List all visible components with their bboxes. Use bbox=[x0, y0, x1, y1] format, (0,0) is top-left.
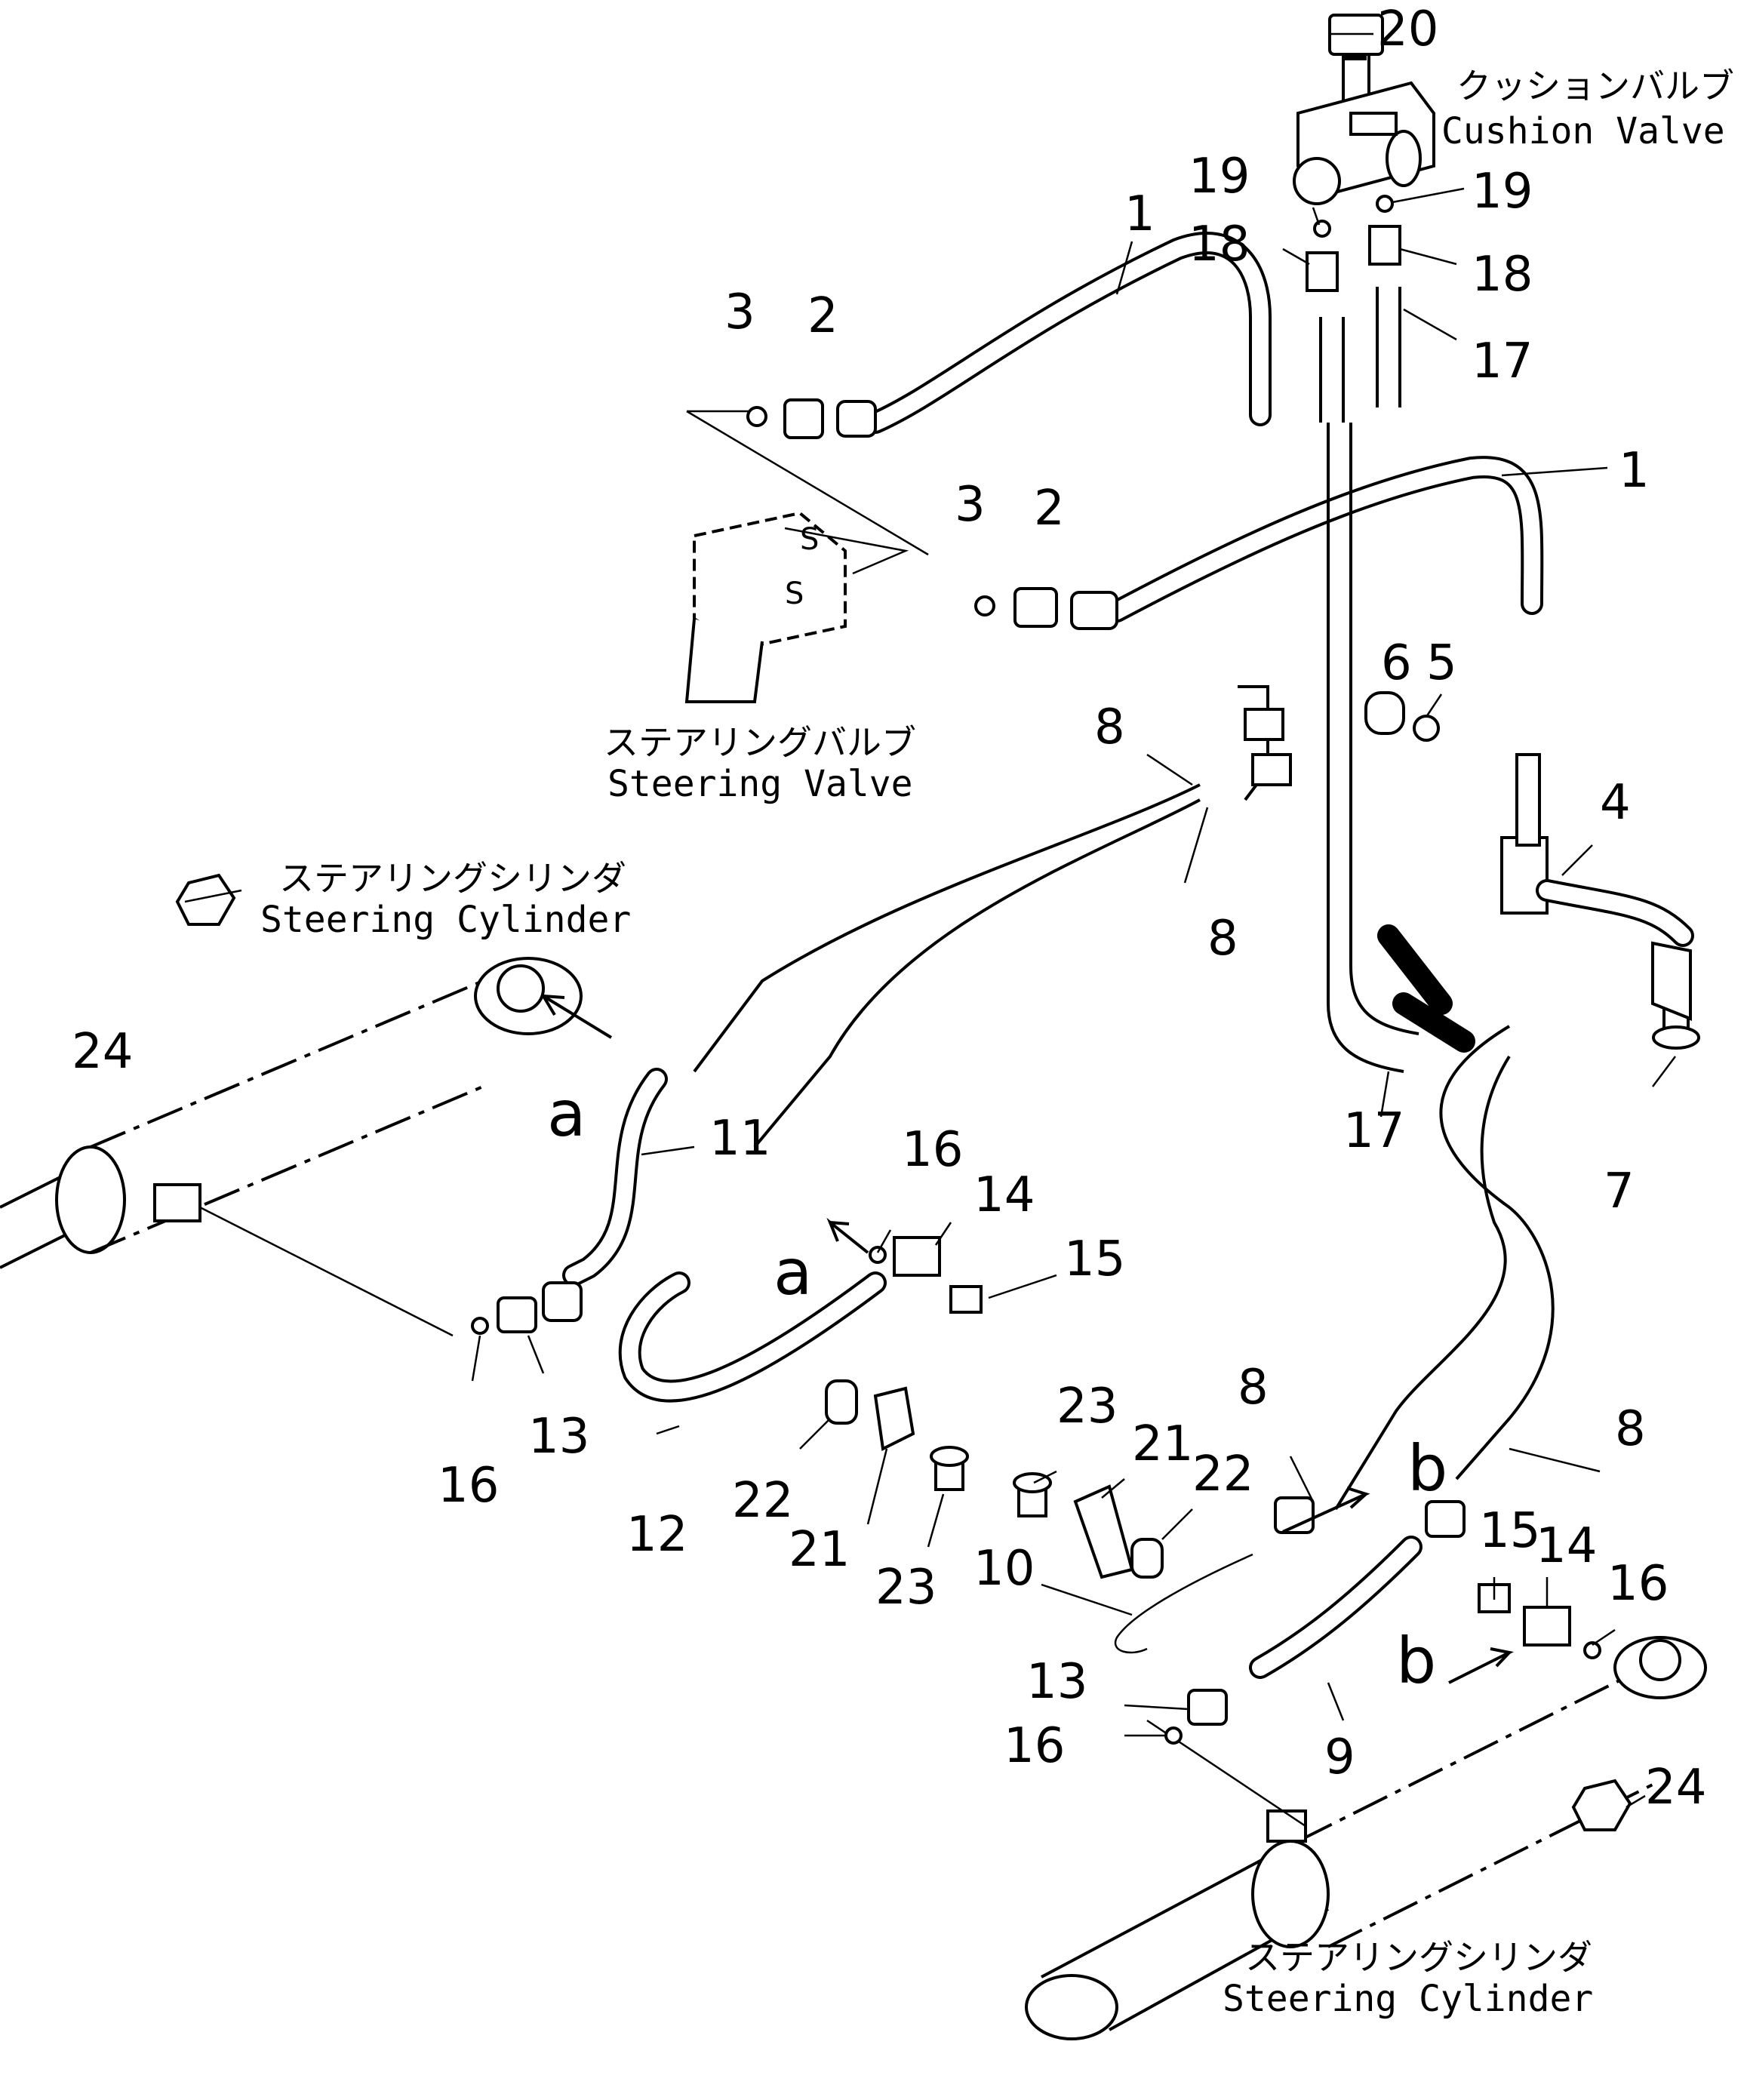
callout-7: 7 bbox=[1604, 1164, 1635, 1219]
hoses bbox=[562, 232, 1555, 1679]
callout-15a: 15 bbox=[1064, 1231, 1125, 1287]
callout-19a: 19 bbox=[1189, 149, 1250, 204]
cushion-valve-en-label: Cushion Valve bbox=[1441, 110, 1725, 152]
callout-2a: 2 bbox=[807, 288, 838, 344]
callout-8a: 8 bbox=[1094, 699, 1125, 755]
marker-a-1: a bbox=[547, 1077, 586, 1151]
callout-8c: 8 bbox=[1238, 1360, 1269, 1416]
leader-lines bbox=[184, 32, 1676, 1809]
callout-2b: 2 bbox=[1034, 481, 1065, 537]
callout-9: 9 bbox=[1324, 1730, 1355, 1785]
callout-5: 5 bbox=[1426, 635, 1457, 691]
callout-1a: 1 bbox=[1124, 186, 1155, 242]
callout-13b: 13 bbox=[1026, 1654, 1087, 1710]
marker-b-2: b bbox=[1396, 1624, 1436, 1698]
callout-15b: 15 bbox=[1479, 1503, 1540, 1559]
callout-12: 12 bbox=[626, 1507, 687, 1563]
callout-20: 20 bbox=[1377, 2, 1438, 57]
callout-11: 11 bbox=[709, 1111, 770, 1167]
callout-8b: 8 bbox=[1207, 911, 1238, 967]
callout-24a: 24 bbox=[72, 1024, 133, 1080]
callout-16d: 16 bbox=[1004, 1718, 1065, 1774]
cushion-valve-jp-label: クッションバルブ bbox=[1456, 66, 1734, 106]
callout-22b: 22 bbox=[1192, 1447, 1253, 1502]
callout-16a: 16 bbox=[902, 1122, 963, 1178]
callout-3a: 3 bbox=[724, 284, 755, 340]
steering-valve: S S bbox=[684, 410, 929, 703]
cushion-valve bbox=[1293, 14, 1435, 205]
callout-8d: 8 bbox=[1615, 1401, 1646, 1457]
callout-13a: 13 bbox=[528, 1409, 589, 1465]
callout-3b: 3 bbox=[955, 477, 986, 533]
callout-1b: 1 bbox=[1619, 443, 1650, 499]
callout-21a: 21 bbox=[789, 1522, 850, 1578]
callout-numbers: 20 19 19 18 18 17 1 3 2 3 2 1 6 5 4 8 8 … bbox=[72, 2, 1706, 1816]
callout-17b: 17 bbox=[1343, 1103, 1404, 1159]
steering-valve-jp-label: ステアリングバルブ bbox=[604, 722, 916, 763]
callout-19b: 19 bbox=[1472, 164, 1533, 220]
reference-markers: a a b b bbox=[547, 1077, 1447, 1698]
callout-18b: 18 bbox=[1472, 247, 1533, 303]
steering-cylinder-right-jp-label: ステアリングシリンダ bbox=[1245, 1937, 1592, 1978]
svg-text:S: S bbox=[800, 522, 819, 557]
callout-6: 6 bbox=[1381, 635, 1412, 691]
callout-22a: 22 bbox=[732, 1473, 793, 1529]
callout-14b: 14 bbox=[1536, 1518, 1597, 1574]
callout-4: 4 bbox=[1600, 775, 1631, 831]
callout-24b: 24 bbox=[1645, 1760, 1706, 1816]
callout-10: 10 bbox=[973, 1541, 1035, 1597]
callout-18a: 18 bbox=[1189, 217, 1250, 272]
callout-23b: 23 bbox=[1057, 1379, 1118, 1434]
steering-cylinder-left bbox=[0, 957, 583, 1337]
callout-23a: 23 bbox=[875, 1560, 937, 1616]
fittings bbox=[175, 53, 1700, 1831]
steering-cylinder-left-jp-label: ステアリングシリンダ bbox=[279, 858, 626, 899]
callout-21b: 21 bbox=[1132, 1416, 1193, 1472]
callout-14a: 14 bbox=[973, 1167, 1035, 1223]
callout-16c: 16 bbox=[1607, 1556, 1669, 1612]
steering-cylinder-right-en-label: Steering Cylinder bbox=[1223, 1978, 1593, 2020]
callout-16b: 16 bbox=[438, 1458, 499, 1514]
marker-b-1: b bbox=[1407, 1431, 1447, 1505]
steering-valve-en-label: Steering Valve bbox=[607, 763, 913, 805]
steering-cylinder-left-en-label: Steering Cylinder bbox=[260, 899, 631, 941]
svg-text:S: S bbox=[785, 577, 804, 611]
marker-a-2: a bbox=[774, 1235, 812, 1309]
callout-17a: 17 bbox=[1472, 334, 1533, 389]
